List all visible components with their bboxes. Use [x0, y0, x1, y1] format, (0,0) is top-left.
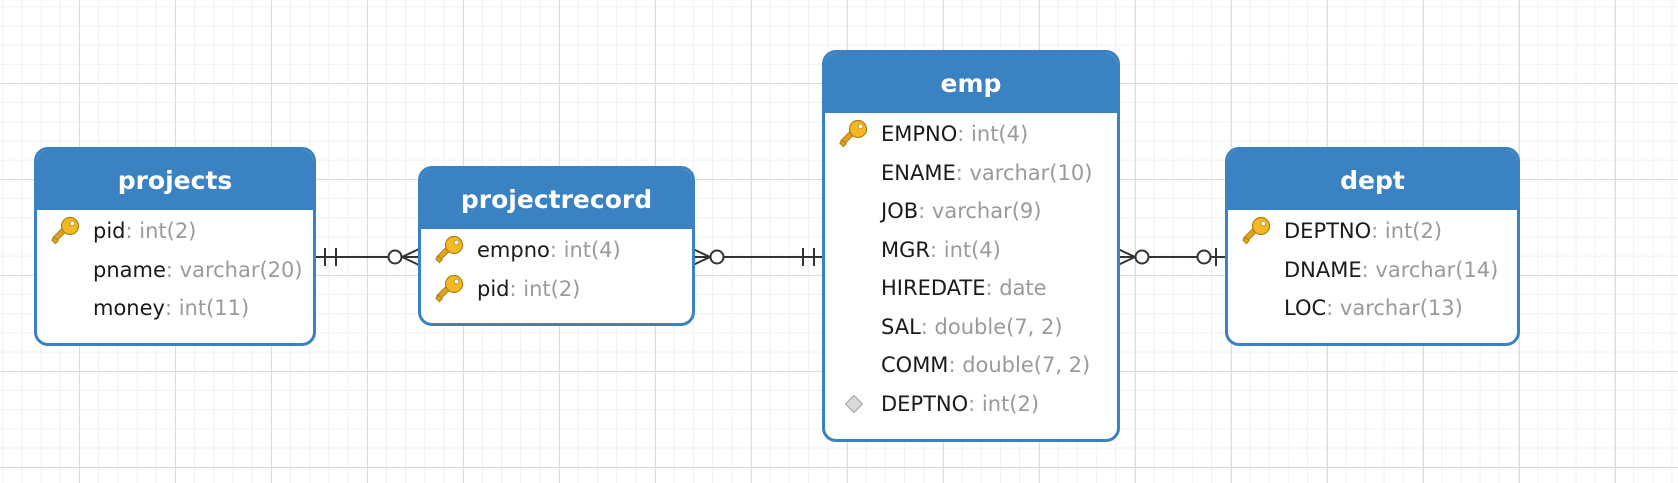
column-row[interactable]: JOB: varchar(9)	[837, 192, 1117, 231]
column-type: : double(7, 2)	[948, 353, 1091, 378]
column-name: DEPTNO	[881, 391, 969, 416]
column-type: : int(2)	[1371, 219, 1443, 244]
crowfoot-icon	[692, 248, 711, 258]
column-name: empno	[477, 238, 550, 263]
column-name: MGR	[881, 237, 930, 262]
relation-projectrecord-emp[interactable]	[692, 248, 822, 266]
column-name: DEPTNO	[1284, 219, 1372, 244]
column-type: : varchar(20)	[165, 257, 303, 282]
column-row[interactable]: empno: int(4)	[433, 231, 692, 270]
icon-slot	[837, 346, 881, 384]
key-icon	[837, 115, 881, 153]
column-type: : varchar(10)	[955, 160, 1093, 185]
icon-slot	[837, 192, 881, 230]
table-dept[interactable]: dept DEPTNO: int(2)DNAME: varchar(14)LOC…	[1225, 147, 1520, 346]
icon-slot	[49, 289, 93, 327]
key-icon	[433, 231, 477, 269]
zero-circle-icon	[1196, 249, 1212, 265]
column-row[interactable]: LOC: varchar(13)	[1240, 289, 1517, 328]
key-icon	[1240, 212, 1284, 250]
table-projectrecord[interactable]: projectrecord empno: int(4)pid: int(2)	[418, 166, 695, 326]
icon-slot	[49, 251, 93, 289]
table-header[interactable]: emp	[825, 53, 1117, 113]
column-list: EMPNO: int(4)ENAME: varchar(10)JOB: varc…	[825, 113, 1117, 423]
column-row[interactable]: MGR: int(4)	[837, 231, 1117, 270]
column-name: COMM	[881, 353, 949, 378]
table-projects[interactable]: projects pid: int(2)pname: varchar(20)mo…	[34, 147, 316, 346]
column-row[interactable]: pid: int(2)	[49, 212, 313, 251]
column-type: : varchar(14)	[1361, 257, 1499, 282]
column-type: : date	[985, 276, 1047, 301]
key-icon	[49, 212, 93, 250]
column-name: DNAME	[1284, 257, 1362, 282]
zero-circle-icon	[387, 249, 403, 265]
column-name: HIREDATE	[881, 276, 986, 301]
column-type: : int(4)	[957, 122, 1029, 147]
column-row[interactable]: pid: int(2)	[433, 270, 692, 309]
column-type: : int(4)	[929, 237, 1001, 262]
column-type: : double(7, 2)	[920, 314, 1063, 339]
column-name: pname	[93, 257, 166, 282]
icon-slot	[1240, 289, 1284, 327]
table-header[interactable]: projects	[37, 150, 313, 210]
crowfoot-icon	[1117, 248, 1136, 258]
zero-circle-icon	[1134, 249, 1150, 265]
table-emp[interactable]: emp EMPNO: int(4)ENAME: varchar(10)JOB: …	[822, 50, 1120, 442]
column-row[interactable]: DNAME: varchar(14)	[1240, 251, 1517, 290]
column-list: DEPTNO: int(2)DNAME: varchar(14)LOC: var…	[1228, 210, 1517, 328]
column-name: JOB	[881, 199, 919, 224]
icon-slot	[837, 231, 881, 269]
diamond-icon	[837, 385, 881, 423]
column-type: : varchar(13)	[1326, 296, 1463, 321]
column-row[interactable]: COMM: double(7, 2)	[837, 346, 1117, 385]
table-header[interactable]: dept	[1228, 150, 1517, 210]
column-row[interactable]: money: int(11)	[49, 289, 313, 328]
column-row[interactable]: pname: varchar(20)	[49, 251, 313, 290]
column-type: : int(11)	[164, 296, 250, 321]
column-name: ENAME	[881, 160, 956, 185]
column-name: LOC	[1284, 296, 1327, 321]
column-name: pid	[477, 276, 510, 301]
column-row[interactable]: DEPTNO: int(2)	[1240, 212, 1517, 251]
column-type: : int(2)	[509, 276, 581, 301]
key-icon	[433, 270, 477, 308]
zero-circle-icon	[709, 249, 725, 265]
icon-slot	[1240, 251, 1284, 289]
icon-slot	[837, 269, 881, 307]
crowfoot-icon	[401, 248, 420, 258]
table-header[interactable]: projectrecord	[421, 169, 692, 229]
column-type: : int(4)	[549, 238, 621, 263]
relation-projects-projectrecord[interactable]	[314, 248, 420, 266]
column-row[interactable]: SAL: double(7, 2)	[837, 308, 1117, 347]
column-row[interactable]: HIREDATE: date	[837, 269, 1117, 308]
column-type: : int(2)	[125, 219, 197, 244]
column-row[interactable]: DEPTNO: int(2)	[837, 385, 1117, 424]
column-type: : varchar(9)	[918, 199, 1042, 224]
column-name: money	[93, 296, 165, 321]
column-row[interactable]: ENAME: varchar(10)	[837, 154, 1117, 193]
column-name: EMPNO	[881, 122, 958, 147]
column-name: SAL	[881, 314, 921, 339]
icon-slot	[837, 308, 881, 346]
relation-emp-dept[interactable]	[1117, 248, 1226, 266]
column-name: pid	[93, 219, 126, 244]
column-list: empno: int(4)pid: int(2)	[421, 229, 692, 308]
column-row[interactable]: EMPNO: int(4)	[837, 115, 1117, 154]
icon-slot	[837, 154, 881, 192]
column-list: pid: int(2)pname: varchar(20)money: int(…	[37, 210, 313, 328]
column-type: : int(2)	[968, 391, 1040, 416]
